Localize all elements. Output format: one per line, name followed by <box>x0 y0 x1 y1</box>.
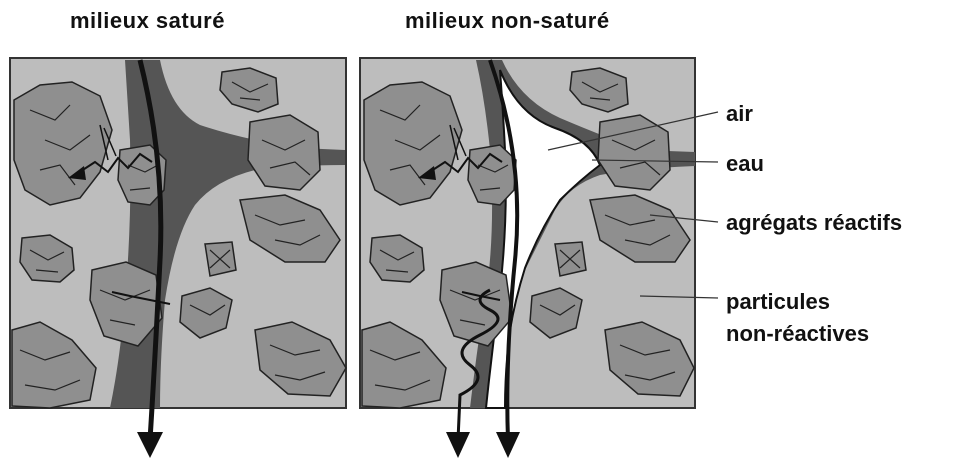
aggregate-shape <box>468 145 516 205</box>
legend-particules-line1: particules <box>726 286 869 318</box>
legend-eau: eau <box>726 151 764 177</box>
panel-saturated <box>10 58 346 458</box>
arrowhead-wavy <box>446 432 470 458</box>
arrowhead-saturated <box>137 432 163 458</box>
legend-particules: particules non-réactives <box>726 286 869 350</box>
legend-air: air <box>726 101 753 127</box>
arrowhead-water-film <box>496 432 520 458</box>
legend-particules-line2: non-réactives <box>726 318 869 350</box>
legend-agregats: agrégats réactifs <box>726 210 902 236</box>
panel-unsaturated <box>360 58 695 458</box>
